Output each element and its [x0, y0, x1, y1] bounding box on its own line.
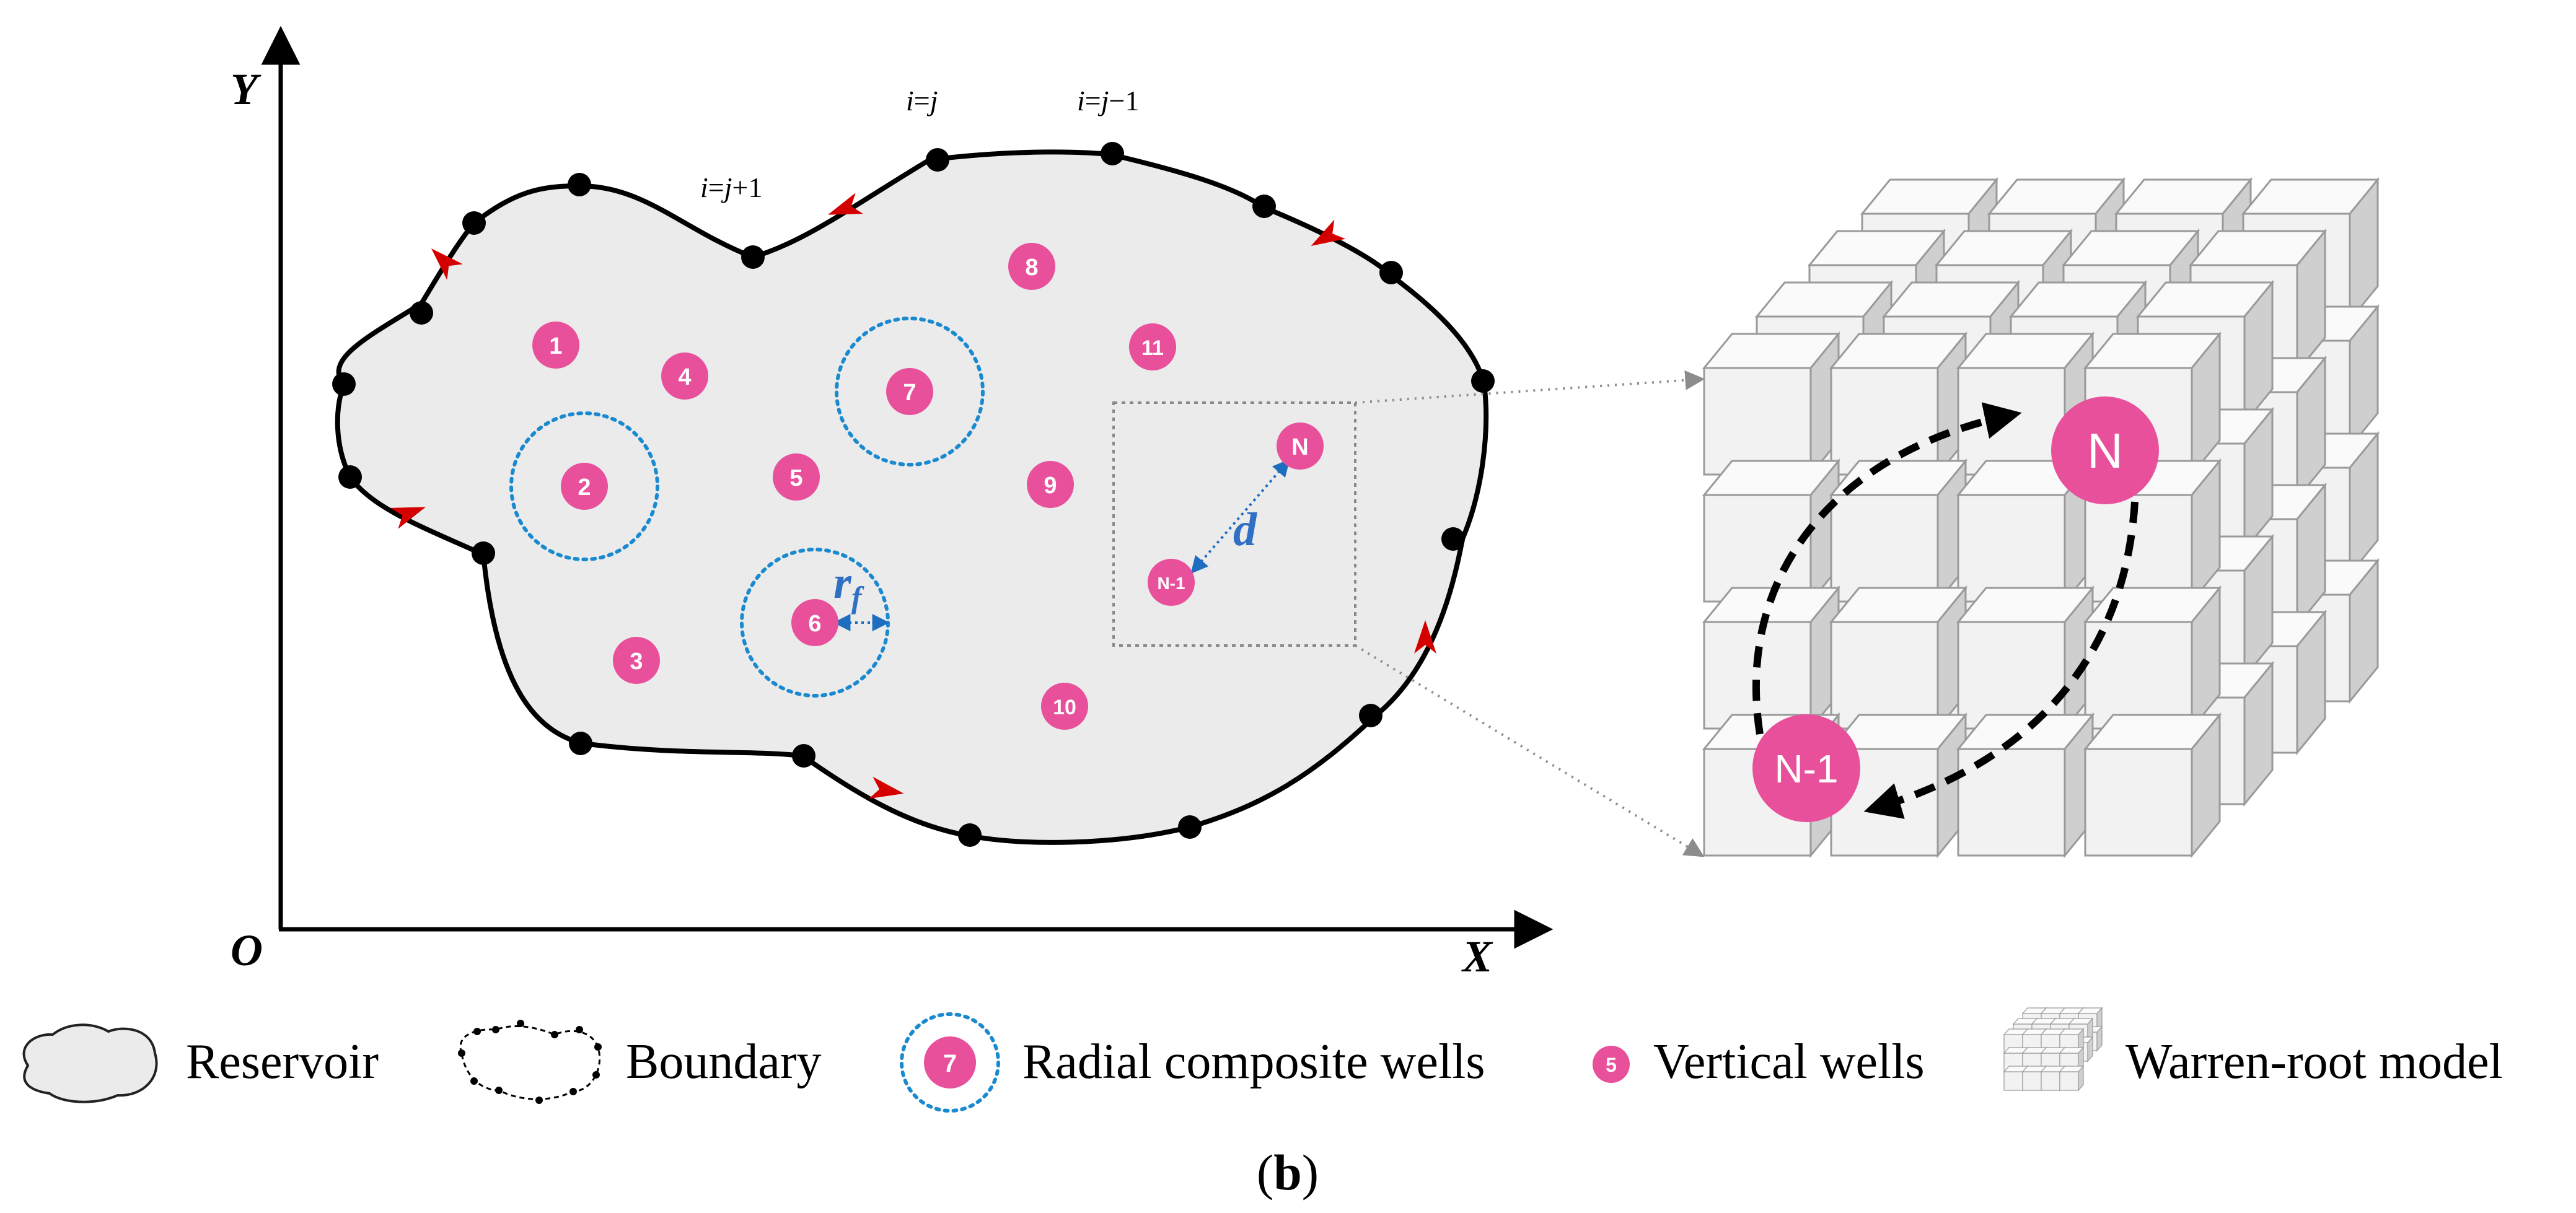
boundary-node	[332, 372, 356, 396]
svg-text:6: 6	[808, 611, 821, 637]
wells: 1 2 3 4 5 6 7 8 9 10 11	[532, 243, 1176, 730]
origin-label: O	[231, 926, 263, 975]
svg-text:4: 4	[678, 364, 691, 390]
svg-text:9: 9	[1044, 473, 1057, 499]
svg-text:N: N	[1291, 434, 1308, 460]
flow-arrowhead	[869, 776, 904, 799]
exchange-arrow-down	[1863, 501, 2139, 819]
legend-reservoir-label: Reservoir	[186, 1035, 379, 1089]
legend-radial-icon-well: 7	[924, 1036, 976, 1088]
zoom-leader-bottom	[1354, 644, 1705, 857]
well-8: 8	[1008, 243, 1055, 290]
svg-text:N-1: N-1	[1157, 574, 1185, 593]
svg-text:8: 8	[1025, 255, 1038, 281]
boundary-node	[569, 732, 592, 755]
boundary-node	[462, 211, 486, 235]
svg-text:N-1: N-1	[1774, 747, 1838, 791]
boundary-flow-arrows	[390, 193, 1436, 799]
well-N-1: N-1	[1148, 559, 1195, 606]
boundary-node	[472, 541, 495, 565]
legend-warren-root-icon	[2003, 1007, 2103, 1091]
svg-text:5: 5	[789, 465, 802, 491]
cube-well-N: N	[2051, 396, 2159, 504]
well-1: 1	[532, 322, 579, 369]
legend-radial-icon-ring	[900, 1012, 1000, 1113]
legend-radial-label: Radial composite wells	[1022, 1035, 1485, 1089]
radial-zone-7	[835, 317, 985, 466]
well-9: 9	[1027, 461, 1074, 508]
well-4: 4	[661, 353, 708, 400]
flow-arrowhead	[390, 507, 426, 529]
legend-vertical-icon: 5	[1593, 1046, 1630, 1083]
boundary-node	[410, 301, 433, 325]
boundary-node	[792, 744, 815, 768]
boundary-node	[338, 465, 362, 489]
svg-text:11: 11	[1141, 336, 1164, 360]
well-3: 3	[613, 637, 660, 684]
well-11: 11	[1129, 323, 1176, 370]
boundary-node	[926, 148, 949, 172]
boundary-node	[741, 245, 765, 269]
well-10: 10	[1041, 683, 1088, 730]
boundary-node	[1441, 527, 1465, 551]
legend-warren-root-label: Warren-root model	[2125, 1035, 2503, 1089]
boundary-node	[1471, 369, 1495, 393]
flow-arrowhead	[431, 248, 463, 280]
svg-text:5: 5	[1606, 1054, 1617, 1076]
flow-arrowhead	[828, 193, 863, 215]
zoom-box	[1112, 401, 1356, 647]
caption: (b)	[1257, 1144, 1319, 1201]
flow-arrowhead	[1311, 219, 1346, 246]
boundary-node	[1379, 261, 1403, 284]
boundary-node	[568, 173, 591, 196]
legend-boundary-label: Boundary	[626, 1035, 822, 1089]
well-6: 6	[791, 599, 838, 646]
label-i-eq-j: i=j	[906, 85, 938, 116]
svg-text:1: 1	[549, 333, 562, 359]
boundary-nodes	[332, 142, 1495, 847]
legend-vertical-label: Vertical wells	[1653, 1035, 1925, 1089]
legend-reservoir-icon	[22, 1023, 158, 1103]
svg-text:N: N	[2087, 423, 2123, 478]
svg-text:3: 3	[630, 649, 643, 675]
legend-boundary-icon	[459, 1025, 601, 1100]
legend: Reservoir Boundary 7 Radial composite we…	[22, 1007, 2503, 1113]
label-i-eq-j-plus-1: i=j+1	[700, 172, 762, 203]
svg-text:2: 2	[578, 475, 591, 501]
boundary-node	[1101, 142, 1124, 165]
boundary-node	[958, 823, 982, 847]
svg-text:10: 10	[1053, 696, 1076, 719]
radial-zone-2	[509, 411, 659, 561]
x-axis-label: X	[1461, 932, 1493, 981]
well-2: 2	[561, 463, 608, 510]
svg-text:7: 7	[943, 1050, 957, 1077]
boundary-node	[1252, 195, 1276, 218]
well-7: 7	[886, 368, 933, 415]
well-N: N	[1277, 423, 1324, 470]
svg-text:7: 7	[903, 380, 916, 406]
rf-label: rf	[833, 558, 864, 615]
exchange-arrow-up	[1752, 402, 2022, 735]
boundary-node	[1178, 815, 1202, 839]
reservoir-boundary	[335, 149, 1489, 845]
y-axis-label: Y	[231, 64, 262, 114]
boundary-node	[1359, 704, 1383, 727]
legend-boundary-nodes	[458, 1020, 602, 1104]
label-i-eq-j-minus-1: i=j−1	[1077, 85, 1139, 116]
well-5: 5	[773, 453, 820, 501]
cube-well-N-1: N-1	[1752, 714, 1860, 822]
flow-arrowhead	[1414, 620, 1436, 654]
distance-label: d	[1233, 504, 1257, 556]
